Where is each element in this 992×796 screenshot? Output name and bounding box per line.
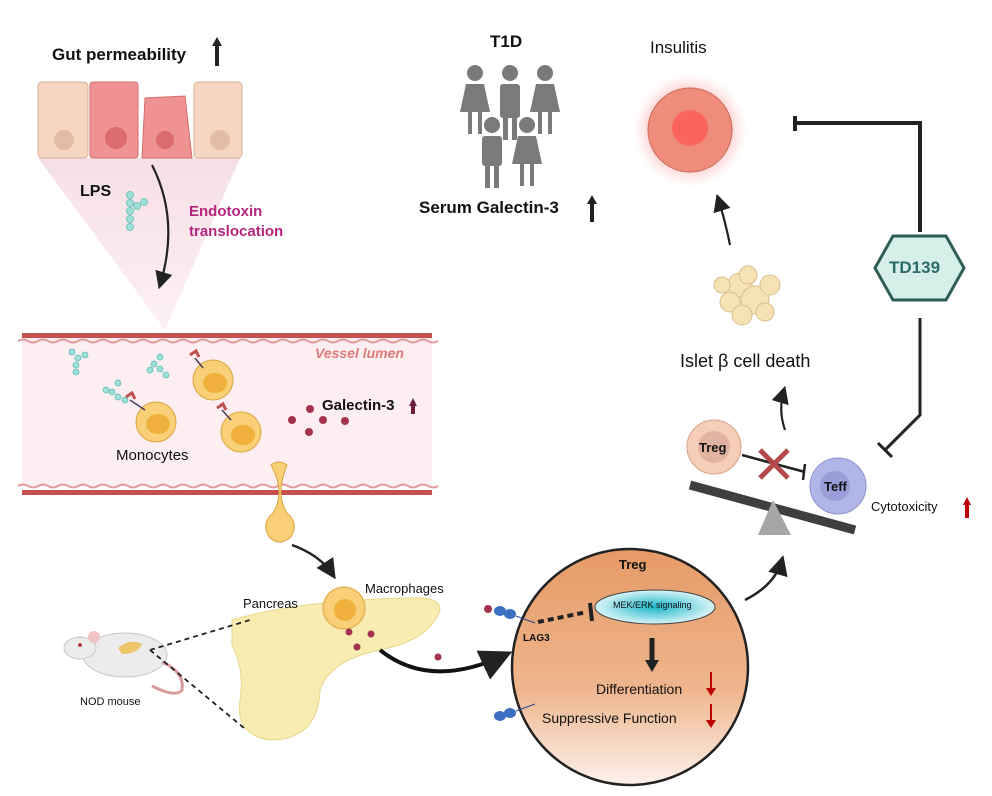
- macrophages-label: Macrophages: [365, 581, 444, 596]
- islet-dead-cells: [713, 265, 781, 326]
- lag3-label: LAG3: [523, 633, 550, 644]
- blood-vessel: [17, 333, 439, 495]
- td139-label[interactable]: TD139: [889, 258, 941, 277]
- up-arrows-black: [212, 37, 597, 222]
- suppressive-function-label: Suppressive Function: [542, 710, 677, 726]
- lag3-receptor-bottom: [494, 703, 536, 721]
- balance-fulcrum: [758, 500, 791, 535]
- death-to-insulitis-arrow: [713, 193, 732, 246]
- cytotoxicity-label: Cytotoxicity: [871, 499, 938, 514]
- galectin-3-label: Galectin-3: [322, 397, 395, 414]
- mek-erk-label: MEK/ERK signaling: [613, 600, 692, 610]
- treg-small-label: Treg: [699, 440, 727, 455]
- differentiation-label: Differentiation: [596, 681, 683, 697]
- cytotoxicity-up-arrow: [963, 497, 971, 518]
- td139-teff-bar: [876, 441, 894, 459]
- galectin-bound: [484, 605, 492, 613]
- lag3-receptor-top: [494, 606, 536, 624]
- teff-label: Teff: [824, 479, 847, 494]
- treg-small-nucleus: [698, 431, 730, 463]
- monocytes-label: Monocytes: [116, 447, 189, 464]
- t1d-title: T1D: [490, 32, 523, 51]
- gut-permeability-title: Gut permeability: [52, 45, 187, 64]
- treg-cell: [510, 547, 750, 787]
- treg-teff-bar: [801, 463, 807, 481]
- inhibition-bar: [588, 602, 594, 622]
- vessel-lumen-label: Vessel lumen: [315, 345, 404, 361]
- insulitis-core: [672, 110, 708, 146]
- pancreas: [231, 597, 441, 741]
- teff-nucleus: [820, 471, 850, 501]
- td139-insulitis-inhibition: [795, 121, 922, 232]
- serum-galectin-label: Serum Galectin-3: [419, 198, 559, 217]
- extravasating-monocyte: [265, 461, 295, 543]
- treg-to-balance-arrow: [744, 555, 788, 602]
- balance-to-death-arrow: [771, 385, 789, 431]
- islet-death-label: Islet β cell death: [680, 351, 811, 371]
- t1d-people-icon: [460, 65, 560, 188]
- td139-teff-inhibition: [883, 318, 922, 452]
- activation-arrow: [378, 648, 513, 680]
- translocation-line2: translocation: [189, 223, 284, 240]
- translocation-line1: Endotoxin: [189, 203, 263, 220]
- migration-arrow: [291, 543, 336, 580]
- pancreas-label: Pancreas: [243, 596, 298, 611]
- galectin-up-arrow: [409, 398, 417, 414]
- down-arrows-red: [706, 672, 716, 728]
- macrophage-galectin-3: [345, 628, 442, 661]
- lps-molecule: [126, 191, 148, 231]
- td139-hexagon: [873, 234, 966, 302]
- nod-mouse: [63, 631, 184, 695]
- zoom-line-lower: [149, 649, 245, 729]
- zoom-funnel: [38, 158, 240, 330]
- down-arrow-head: [645, 660, 659, 672]
- galectin-3-molecules: [288, 405, 349, 436]
- gut-epithelium: [37, 81, 243, 159]
- macrophage-nucleus: [334, 599, 356, 621]
- blocked-x-icon: [758, 448, 790, 480]
- mek-erk-ellipse: [594, 589, 716, 625]
- lag3-inhibition-line: [537, 610, 588, 624]
- translocation-arrow: [151, 164, 173, 290]
- endotoxin-translocation-label: Endotoxin translocation: [189, 202, 283, 242]
- insulitis-label: Insulitis: [650, 38, 707, 57]
- lps-label: LPS: [80, 183, 112, 200]
- lps-free: [68, 348, 170, 404]
- monocytes: [125, 348, 262, 453]
- treg-cell-title: Treg: [619, 557, 647, 572]
- nod-mouse-label: NOD mouse: [80, 696, 141, 708]
